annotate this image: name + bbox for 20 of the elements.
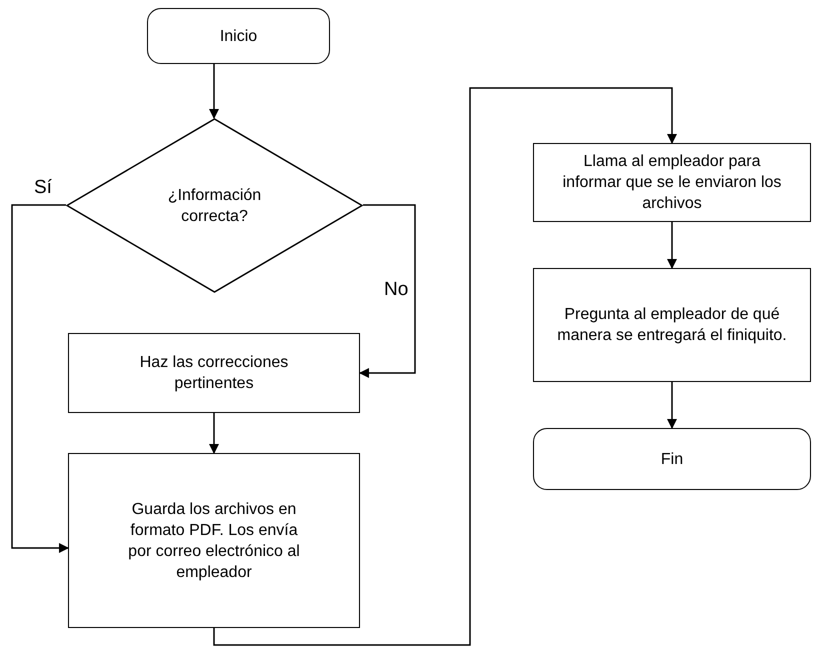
arrow xyxy=(209,64,219,119)
node-text: Pregunta al empleador de qué manera se entregará el finiquito. xyxy=(556,305,788,346)
arrow xyxy=(667,222,677,269)
terminal-box xyxy=(533,428,811,490)
process-box xyxy=(68,453,360,628)
arrow xyxy=(667,382,677,429)
node-text: Llama al empleador para informar que se le enviaron los archivos xyxy=(562,152,782,214)
arrow xyxy=(209,413,219,454)
arrow xyxy=(359,204,416,378)
node-text: Guarda los archivos en formato PDF. Los envía por correo electrónico al empleador xyxy=(127,500,301,582)
process-box xyxy=(68,333,360,413)
arrow xyxy=(11,204,69,553)
node-text: Inicio xyxy=(220,26,258,46)
node-text: Haz las correcciones pertinentes xyxy=(138,353,290,394)
process-box xyxy=(533,268,811,382)
node-text: ¿Información correcta? xyxy=(166,186,262,226)
process-box xyxy=(533,143,811,222)
terminal-box xyxy=(147,8,330,64)
node-text: Fin xyxy=(660,450,684,470)
arrow xyxy=(213,87,677,646)
